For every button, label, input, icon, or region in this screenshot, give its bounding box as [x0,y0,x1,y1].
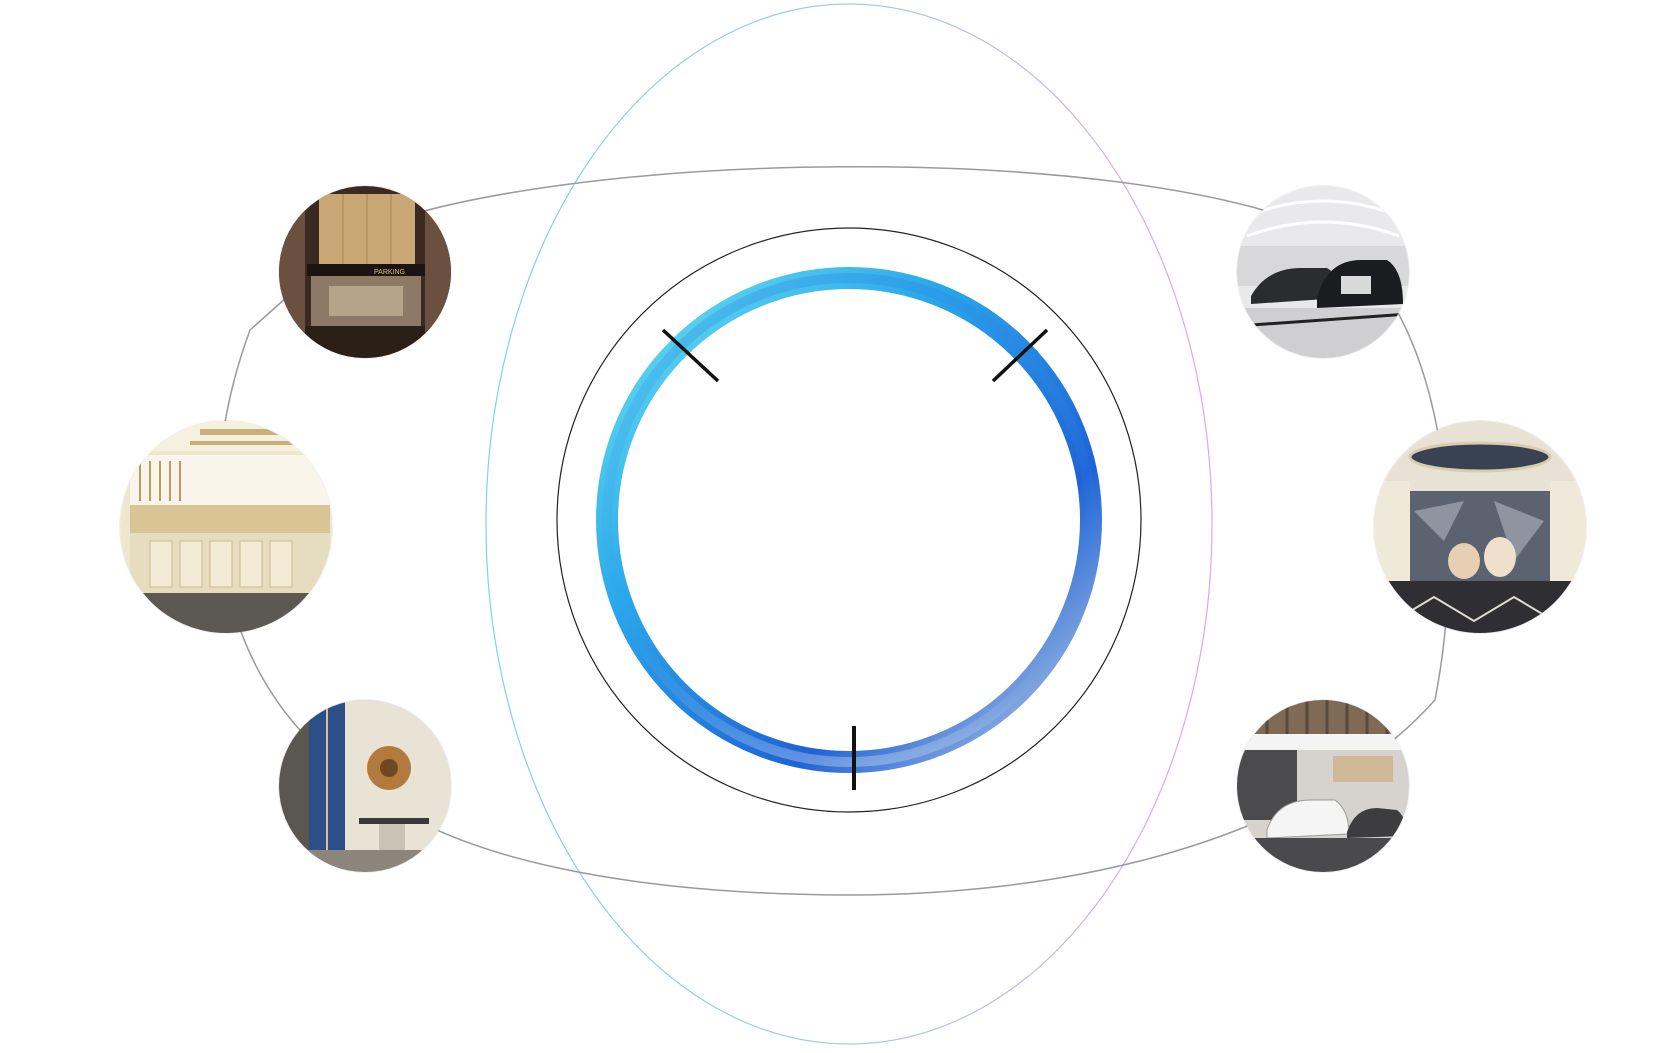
ev-showroom-photo [1237,700,1409,872]
tick-mark-upper-left [661,328,720,383]
aura-orbit [485,3,1213,1045]
svg-text:PARKING: PARKING [374,269,405,276]
thumb-lobby-doorway[interactable] [279,700,451,872]
thumb-marble-lobby[interactable] [1374,421,1586,633]
lobby-doorway-photo [279,700,451,872]
parking-lane-photo [120,421,332,633]
outer-thin-ring [556,227,1142,813]
tick-mark-upper-right [991,328,1049,383]
marble-lobby-photo [1374,421,1586,633]
thumb-garage-luxury-cars[interactable] [1237,186,1409,358]
thumb-ev-showroom[interactable] [1237,700,1409,872]
main-ring-shade [602,273,1096,767]
parking-entrance-photo: PARKING [279,186,451,358]
garage-cars-photo [1237,186,1409,358]
thumb-parking-lane-signage[interactable] [120,421,332,633]
thumb-parking-entrance[interactable]: PARKING [279,186,451,358]
